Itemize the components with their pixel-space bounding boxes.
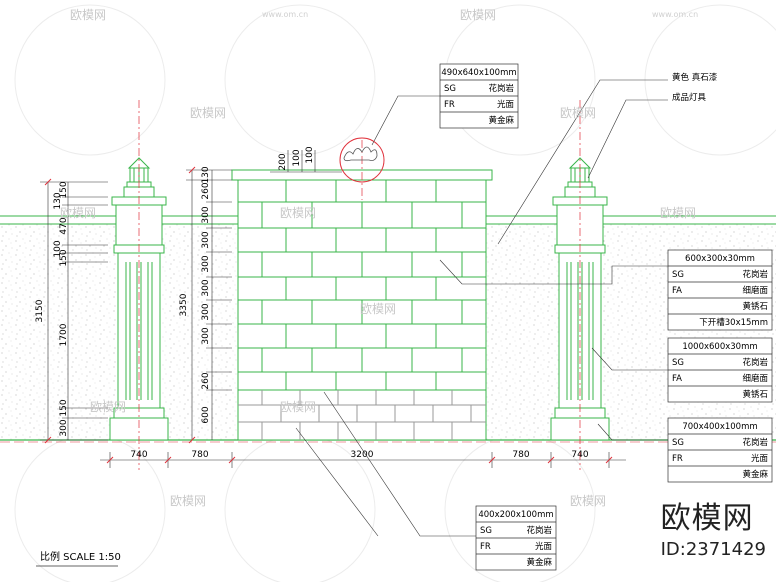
table-panel-r2-val: 细磨面 xyxy=(742,285,768,296)
table-pillar-base-title: 700x400x100mm xyxy=(682,422,757,432)
table-base-r2-code: FR xyxy=(480,542,491,552)
label-lamp: 成品灯具 xyxy=(672,92,707,103)
table-cap: 490x640x100mm SG 花岗岩 FR 光面 黄金麻 xyxy=(439,63,519,129)
dim-cap-2: 100 xyxy=(292,149,302,166)
table-panel-r2-code: FA xyxy=(672,286,682,296)
dim-mid-10: 600 xyxy=(201,406,211,423)
table-cap-title: 490x640x100mm xyxy=(441,68,516,78)
table-pillar-base-r3-val: 黄金麻 xyxy=(742,469,768,480)
table-base-r1-code: SG xyxy=(480,526,492,536)
table-panel-r4-val: 下开槽30x15mm xyxy=(699,317,768,328)
dim-left-2: 130 xyxy=(53,192,63,209)
dim-left-8: 150 xyxy=(59,399,69,416)
table-pillar-base-r1-val: 花岗岩 xyxy=(742,437,768,448)
table-pillar: 1000x600x30mm SG 花岗岩 FA 细磨面 黄锈石 xyxy=(667,337,773,403)
dim-mid-6: 300 xyxy=(201,279,211,296)
table-pillar-r1-val: 花岗岩 xyxy=(742,357,768,368)
table-cap-r3-val: 黄金麻 xyxy=(488,115,514,126)
dim-mid-4: 300 xyxy=(201,231,211,248)
dim-left-3: 470 xyxy=(59,217,69,234)
dim-left-total: 3150 xyxy=(35,299,45,322)
table-pillar-r2-code: FA xyxy=(672,374,682,384)
brand-block: 欧模网 ID:2371429 xyxy=(661,493,766,560)
table-panel: 600x300x30mm SG 花岗岩 FA 细磨面 黄锈石 下开槽30x15m… xyxy=(667,249,773,331)
scale-label: 比例 SCALE 1:50 xyxy=(40,550,121,563)
label-paint: 黄色 真石漆 xyxy=(672,72,718,83)
dim-left-4: 100 xyxy=(53,240,63,257)
table-cap-r1-code: SG xyxy=(444,84,456,94)
dim-bottom-5: 740 xyxy=(571,450,588,460)
table-base-r1-val: 花岗岩 xyxy=(526,525,552,536)
dimension-ticks-red xyxy=(44,166,613,464)
dim-left-1: 150 xyxy=(59,181,69,198)
dim-bottom-4: 780 xyxy=(512,450,529,460)
table-pillar-base: 700x400x100mm SG 花岗岩 FR 光面 黄金麻 xyxy=(667,417,773,483)
table-base-r3-val: 黄金麻 xyxy=(526,557,552,568)
dim-mid-2: 260 xyxy=(201,182,211,199)
table-panel-r3-val: 黄锈石 xyxy=(742,301,768,312)
table-cap-r2-code: FR xyxy=(444,100,455,110)
table-pillar-r3-val: 黄锈石 xyxy=(742,389,768,400)
table-panel-title: 600x300x30mm xyxy=(685,254,755,264)
central-wall xyxy=(231,169,493,441)
table-pillar-base-r2-val: 光面 xyxy=(751,453,769,464)
table-base: 400x200x100mm SG 花岗岩 FR 光面 黄金麻 xyxy=(475,505,557,571)
dim-mid-8: 300 xyxy=(201,327,211,344)
table-panel-r1-val: 花岗岩 xyxy=(742,269,768,280)
dim-left-6: 1700 xyxy=(59,323,69,346)
dim-mid-total: 3350 xyxy=(179,293,189,316)
dim-cap-3: 100 xyxy=(305,146,315,163)
dim-mid-1: 130 xyxy=(201,166,211,183)
table-pillar-r1-code: SG xyxy=(672,358,684,368)
table-pillar-base-r1-code: SG xyxy=(672,438,684,448)
table-cap-r2-val: 光面 xyxy=(497,99,515,110)
table-cap-r1-val: 花岗岩 xyxy=(488,83,514,94)
dimension-lines xyxy=(40,150,626,468)
leader-lines xyxy=(295,79,668,537)
table-base-title: 400x200x100mm xyxy=(478,510,553,520)
dim-left-5: 150 xyxy=(59,249,69,266)
cap-detail-marker xyxy=(339,137,385,183)
table-panel-r1-code: SG xyxy=(672,270,684,280)
table-pillar-r2-val: 细磨面 xyxy=(742,373,768,384)
dim-mid-7: 300 xyxy=(201,303,211,320)
dim-bottom-3: 3200 xyxy=(351,450,374,460)
dim-cap-1: 200 xyxy=(278,153,288,170)
dim-mid-3: 300 xyxy=(201,206,211,223)
dim-mid-5: 300 xyxy=(201,255,211,272)
dim-bottom-2: 780 xyxy=(191,450,208,460)
table-pillar-title: 1000x600x30mm xyxy=(682,342,757,352)
dim-bottom-1: 740 xyxy=(130,450,147,460)
dim-left-7: 300 xyxy=(59,419,69,436)
table-pillar-base-r2-code: FR xyxy=(672,454,683,464)
brand-id: ID:2371429 xyxy=(660,539,766,560)
center-lines xyxy=(138,100,581,470)
brand-name: 欧模网 xyxy=(660,501,754,536)
table-base-r2-val: 光面 xyxy=(535,541,553,552)
dim-mid-9: 260 xyxy=(201,372,211,389)
